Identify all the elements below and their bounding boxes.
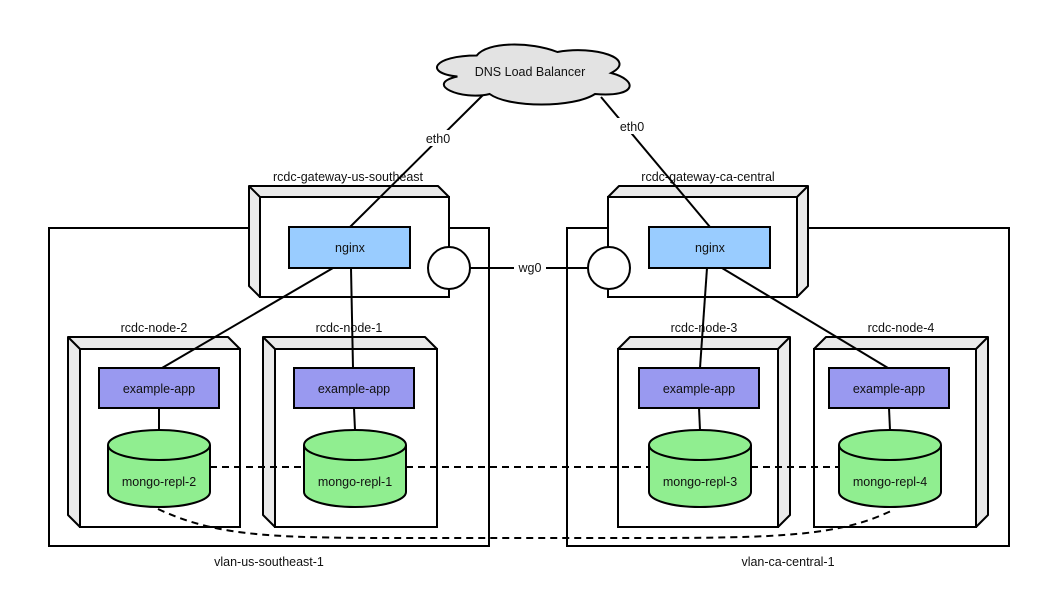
example-app-rect <box>293 367 415 409</box>
example-app-label: example-app <box>853 382 925 396</box>
node-fold-line <box>777 336 791 350</box>
example-app-box-node1: example-app <box>293 367 415 409</box>
gateway-label: rcdc-gateway-ca-central <box>641 170 774 184</box>
app-to-db-link-node1 <box>353 407 356 431</box>
cylinder-top <box>648 429 752 461</box>
example-app-box-node3: example-app <box>638 367 760 409</box>
mongo-label: mongo-repl-4 <box>853 475 927 489</box>
mongo-cylinder-repl2: mongo-repl-2 <box>107 429 211 508</box>
cloud-shape <box>435 43 631 106</box>
label-bg <box>514 259 546 276</box>
nginx-box-ca-central: nginx <box>648 226 771 269</box>
label-bg <box>617 118 647 134</box>
mongo-cylinder-repl4: mongo-repl-4 <box>838 429 942 508</box>
nginx-rect <box>288 226 411 269</box>
example-app-rect <box>98 367 220 409</box>
mongo-label: mongo-repl-2 <box>122 475 196 489</box>
wg0-interface-circle-left <box>427 246 471 290</box>
nginx-to-node3-link <box>699 267 708 369</box>
cylinder-top <box>838 429 942 461</box>
example-app-label: example-app <box>663 382 735 396</box>
nginx-label: nginx <box>695 241 726 255</box>
app-to-db-link-node4 <box>888 407 891 431</box>
nginx-to-node4-link <box>721 267 889 369</box>
wg0-label-group: wg0 <box>514 259 546 276</box>
cloud-label: DNS Load Balancer <box>475 65 585 79</box>
gateway-fold-line <box>796 185 809 198</box>
cylinder-body <box>838 445 942 508</box>
cylinder-body <box>107 445 211 508</box>
node-label: rcdc-node-4 <box>868 321 935 335</box>
example-app-box-node4: example-app <box>828 367 950 409</box>
vlan-label: vlan-ca-central-1 <box>741 555 834 569</box>
cylinder-top <box>303 429 407 461</box>
replication-link-repl2-repl4-curve <box>157 508 894 539</box>
wg0-interface-circle-right <box>587 246 631 290</box>
eth0-label-left-group: eth0 <box>423 130 453 146</box>
node-label: rcdc-node-3 <box>671 321 738 335</box>
mongo-cylinder-repl1: mongo-repl-1 <box>303 429 407 508</box>
node-label: rcdc-node-1 <box>316 321 383 335</box>
cylinder-body <box>303 445 407 508</box>
cylinder-body <box>648 445 752 508</box>
node-fold-line <box>67 336 81 350</box>
example-app-box-node2: example-app <box>98 367 220 409</box>
dns-load-balancer-cloud: DNS Load Balancer <box>435 43 631 106</box>
nginx-to-node2-link <box>161 267 334 369</box>
example-app-rect <box>638 367 760 409</box>
nginx-to-node1-link <box>350 267 354 369</box>
label-bg <box>423 130 453 146</box>
eth0-link-left <box>349 94 484 228</box>
gateway-label: rcdc-gateway-us-southeast <box>273 170 424 184</box>
example-app-label: example-app <box>318 382 390 396</box>
eth0-label: eth0 <box>426 132 450 146</box>
node-fold-line <box>975 336 989 350</box>
nginx-label: nginx <box>335 241 366 255</box>
eth0-label-right-group: eth0 <box>617 118 647 134</box>
vlan-label: vlan-us-southeast-1 <box>214 555 324 569</box>
cylinder-top <box>107 429 211 461</box>
mongo-cylinder-repl3: mongo-repl-3 <box>648 429 752 508</box>
node-fold-line <box>262 336 276 350</box>
app-to-db-link-node3 <box>698 407 701 431</box>
example-app-label: example-app <box>123 382 195 396</box>
nginx-rect <box>648 226 771 269</box>
node-label: rcdc-node-2 <box>121 321 188 335</box>
wg0-label: wg0 <box>518 261 542 275</box>
nginx-box-us-southeast: nginx <box>288 226 411 269</box>
eth0-label: eth0 <box>620 120 644 134</box>
gateway-fold-line <box>248 185 261 198</box>
mongo-label: mongo-repl-3 <box>663 475 737 489</box>
mongo-label: mongo-repl-1 <box>318 475 392 489</box>
example-app-rect <box>828 367 950 409</box>
